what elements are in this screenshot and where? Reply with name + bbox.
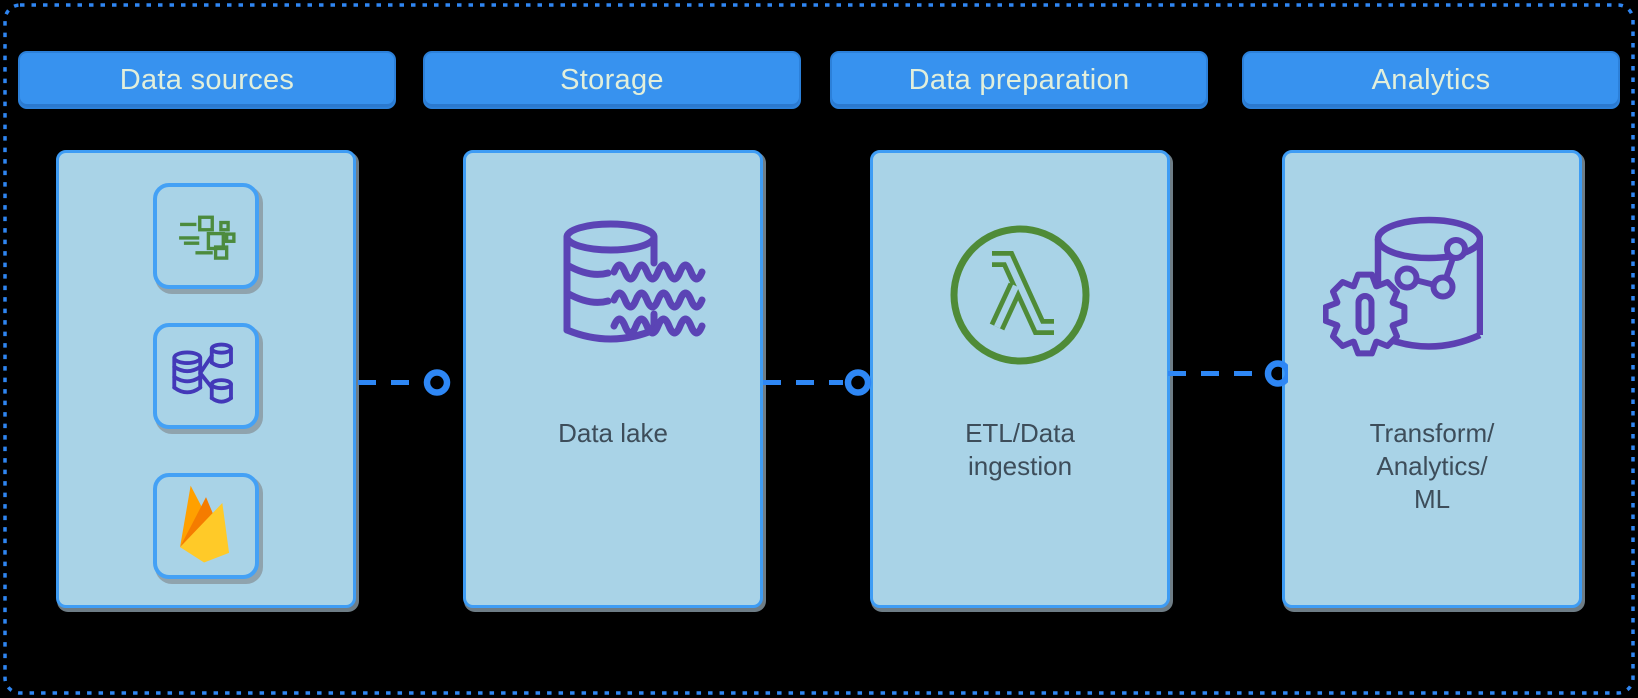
header-data-sources: Data sources xyxy=(18,51,396,109)
header-storage: Storage xyxy=(423,51,801,109)
card-label: Transform/ Analytics/ ML xyxy=(1285,417,1579,516)
label-line: ingestion xyxy=(967,451,1073,481)
card-data-preparation: ETL/Data ingestion xyxy=(870,150,1170,608)
card-analytics: Transform/ Analytics/ ML xyxy=(1282,150,1582,608)
lambda-icon xyxy=(950,225,1090,365)
connector-sources-to-storage xyxy=(358,369,451,396)
card-label: ETL/Data ingestion xyxy=(873,417,1167,483)
connector-storage-to-preparation xyxy=(763,369,872,396)
label-line: ML xyxy=(1413,484,1451,514)
database-branch-icon xyxy=(172,342,233,404)
label-line: ETL/Data xyxy=(965,418,1075,448)
streaming-data-icon xyxy=(179,215,236,260)
label-line: Data lake xyxy=(558,418,668,448)
header-label: Data preparation xyxy=(908,63,1130,96)
firebase-icon xyxy=(180,485,230,563)
label-line: Transform/ xyxy=(1369,418,1495,448)
card-label: Data lake xyxy=(466,417,760,450)
card-storage: Data lake xyxy=(463,150,763,608)
connector-preparation-to-analytics xyxy=(1168,360,1288,387)
icon-box-firebase xyxy=(153,473,259,579)
header-label: Analytics xyxy=(1371,63,1491,96)
data-lake-icon xyxy=(563,220,706,343)
header-label: Data sources xyxy=(119,63,295,96)
analytics-database-icon xyxy=(1323,216,1483,357)
header-data-preparation: Data preparation xyxy=(830,51,1208,109)
header-label: Storage xyxy=(560,63,664,96)
header-analytics: Analytics xyxy=(1242,51,1620,109)
label-line: Analytics/ xyxy=(1376,451,1488,481)
icon-box-streaming xyxy=(153,183,259,289)
icon-box-database xyxy=(153,323,259,429)
gear-shape xyxy=(1323,271,1408,357)
card-data-sources xyxy=(56,150,356,608)
